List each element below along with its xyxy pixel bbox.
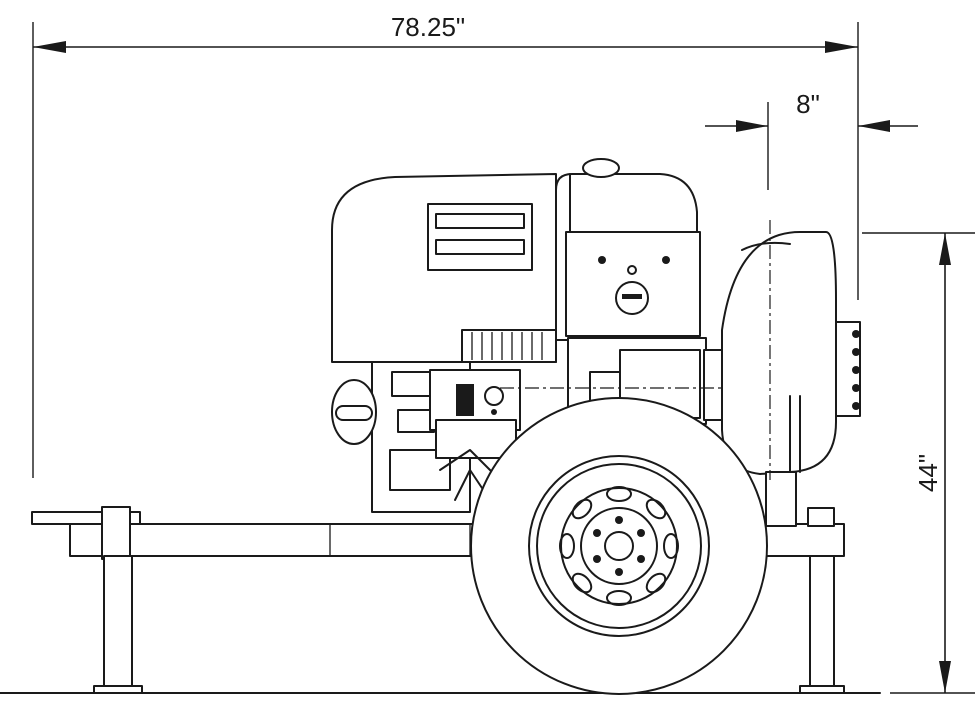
volute-casing bbox=[721, 231, 837, 475]
flange-bolt-icon bbox=[852, 402, 860, 410]
overall-length-label: 78.25" bbox=[391, 12, 465, 42]
discharge-offset-label: 8" bbox=[796, 89, 820, 119]
front-jack-head bbox=[101, 506, 131, 560]
pump-volute bbox=[721, 220, 861, 527]
engine-block bbox=[331, 361, 521, 513]
lug-nuts bbox=[593, 516, 645, 576]
control-panel bbox=[565, 231, 701, 337]
arrowhead-down-icon bbox=[939, 661, 951, 693]
arrowhead-right-icon bbox=[825, 41, 858, 53]
arrowhead-right-icon bbox=[736, 120, 768, 132]
overall-height-label: 44" bbox=[913, 454, 943, 492]
arrowhead-left-icon bbox=[858, 120, 890, 132]
flange-bolt-icon bbox=[852, 348, 860, 356]
discharge-offset-dimension: 8" bbox=[705, 89, 918, 190]
flange-bolt-icon bbox=[852, 366, 860, 374]
flange-bolt-icon bbox=[852, 384, 860, 392]
wheel-hub bbox=[580, 507, 658, 585]
rear-stand bbox=[809, 555, 835, 687]
engine-shroud bbox=[331, 173, 557, 363]
fuel-cap bbox=[582, 158, 620, 178]
overall-length-dimension: 78.25" bbox=[32, 12, 859, 478]
overall-height-dimension: 44" bbox=[862, 232, 975, 694]
rear-stand-foot bbox=[799, 685, 845, 694]
front-stand bbox=[103, 555, 133, 687]
arrowhead-left-icon bbox=[33, 41, 66, 53]
rim-vents bbox=[559, 486, 679, 606]
front-stand-foot bbox=[93, 685, 143, 694]
flange-bolt-icon bbox=[852, 330, 860, 338]
arrowhead-up-icon bbox=[939, 233, 951, 265]
wheel bbox=[470, 397, 768, 695]
rear-jack-head bbox=[807, 507, 835, 527]
tire bbox=[470, 397, 768, 695]
